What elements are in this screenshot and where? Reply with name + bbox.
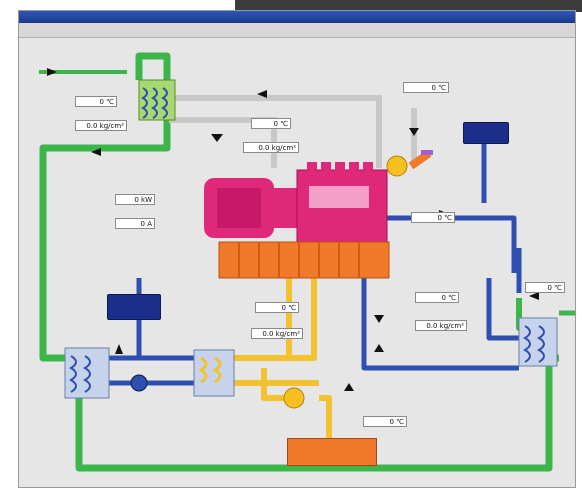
lube-in-pressure-display: 0.0 kg/cm² [251,328,303,339]
exhaust-filter [421,150,433,155]
hx-outlet-pressure-display: 0.0 kg/cm² [75,120,127,131]
flow-arrow [257,90,267,98]
cooling-water-in-display: 0 ℃ [415,292,459,303]
air-intake-temp-display: 0 ℃ [403,82,449,93]
lube-oil-tank[interactable] [287,438,377,466]
flow-arrow [211,134,223,142]
cooling-water-pressure-display: 0.0 kg/cm² [415,320,467,331]
lube-in-temp-display: 0 ℃ [255,302,299,313]
menu-bar [19,23,575,38]
heat-exchanger-top [138,79,176,121]
flow-arrow [47,68,57,76]
engine-base [218,241,390,279]
title-bar [19,11,575,23]
cooler-right [518,317,558,367]
engine-block [296,162,388,243]
flow-arrow [374,344,384,352]
cooler-left [64,347,110,399]
seawater-out-temp-display: 0 ℃ [251,118,291,129]
flow-arrow [529,292,539,300]
background-strip [235,0,582,12]
flow-arrow [91,148,101,156]
flow-arrows [47,68,539,391]
seawater-pressure-display: 0.0 kg/cm² [243,142,299,153]
system-diagram: 0 ℃ 0.0 kg/cm² 0 ℃ 0.0 kg/cm² 0 kW 0 A 0… [19,38,575,487]
water-pump [130,374,148,392]
right-temp-display: 0 ℃ [525,282,565,293]
fuel-tank-small[interactable] [107,294,161,320]
current-display: 0 A [115,218,155,229]
expansion-tank[interactable] [463,122,509,144]
hx-inlet-temp-display: 0 ℃ [75,96,117,107]
flow-arrow [409,128,419,136]
flow-arrow [374,315,384,323]
lube-out-temp-display: 0 ℃ [363,416,407,427]
generator [204,178,298,238]
flow-arrow [344,383,354,391]
monitor-window: 0 ℃ 0.0 kg/cm² 0 ℃ 0.0 kg/cm² 0 kW 0 A 0… [18,10,576,488]
piping-diagram [39,52,575,472]
turbocharger [386,155,408,177]
oil-pump [283,387,305,409]
cooler-middle [193,349,235,397]
air-pipe [169,95,417,168]
cooling-water-pipe [109,143,522,386]
power-display: 0 kW [115,194,155,205]
cooling-water-out-display: 0 ℃ [411,212,455,223]
flow-arrow [115,344,123,354]
